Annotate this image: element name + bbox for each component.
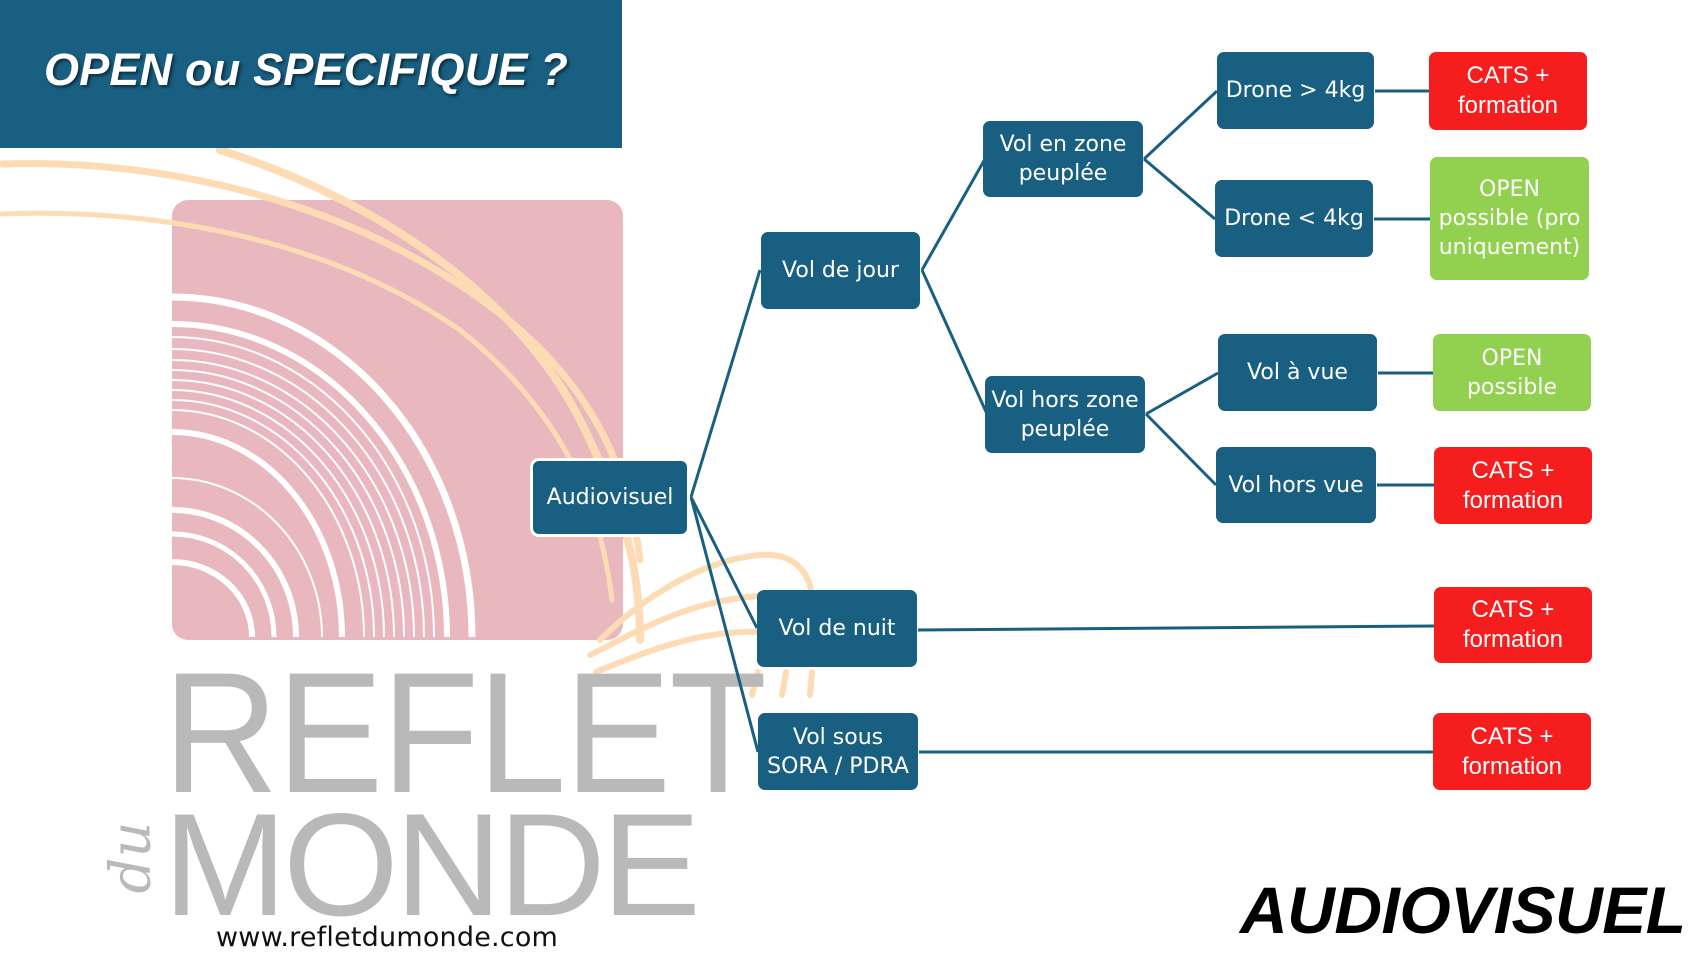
node-label: Vol de nuit bbox=[778, 616, 896, 641]
page-title: OPEN ou SPECIFIQUE ? bbox=[44, 44, 569, 95]
node-label: Audiovisuel bbox=[546, 485, 674, 510]
outcome-label: CATS + formation bbox=[1462, 596, 1564, 653]
node-vol-a-vue[interactable]: Vol à vue bbox=[1218, 334, 1377, 411]
connector-jour-horszone bbox=[920, 269, 989, 415]
outcome-label: CATS + formation bbox=[1461, 722, 1563, 780]
outcome-open-possible-pro[interactable]: OPEN possible (pro uniquement) bbox=[1430, 157, 1589, 280]
node-root[interactable]: Audiovisuel bbox=[530, 458, 690, 537]
outcome-cats-formation[interactable]: CATS + formation bbox=[1433, 713, 1591, 790]
node-label: Vol hors vue bbox=[1228, 472, 1364, 498]
outcome-label: OPEN possible (pro uniquement) bbox=[1438, 177, 1581, 260]
outcome-label: CATS + formation bbox=[1462, 456, 1564, 514]
outcome-cats-formation[interactable]: CATS + formation bbox=[1434, 447, 1592, 524]
connector-horszone-horsvue bbox=[1144, 412, 1218, 487]
website-url[interactable]: www.refletdumonde.com bbox=[216, 922, 559, 953]
node-label: Vol sous SORA / PDRA bbox=[767, 724, 909, 779]
outcome-open-possible[interactable]: OPEN possible bbox=[1433, 334, 1591, 411]
title-banner: OPEN ou SPECIFIQUE ? bbox=[0, 0, 622, 148]
outcome-label: OPEN possible bbox=[1466, 345, 1558, 400]
node-label: Drone > 4kg bbox=[1225, 78, 1366, 103]
node-label: Vol à vue bbox=[1247, 360, 1348, 385]
connector-nuit-outcome bbox=[917, 624, 1435, 632]
category-label: AUDIOVISUEL bbox=[1240, 873, 1686, 947]
node-vol-en-zone-peuplee[interactable]: Vol en zone peuplée bbox=[983, 121, 1143, 197]
node-vol-hors-zone-peuplee[interactable]: Vol hors zone peuplée bbox=[985, 376, 1145, 453]
node-label: Drone < 4kg bbox=[1224, 206, 1364, 231]
node-vol-de-nuit[interactable]: Vol de nuit bbox=[757, 590, 917, 667]
connector-zone-moins4 bbox=[1143, 157, 1216, 221]
node-drone-moins-4kg[interactable]: Drone < 4kg bbox=[1215, 180, 1373, 257]
connector-root-sora bbox=[689, 496, 760, 753]
node-label: Vol hors zone peuplée bbox=[991, 387, 1139, 442]
logo-pink-square bbox=[172, 200, 623, 640]
node-vol-de-jour[interactable]: Vol de jour bbox=[761, 232, 920, 309]
connector-horszone-avue bbox=[1145, 371, 1219, 416]
node-label: Vol de jour bbox=[782, 258, 899, 283]
connector-zone-plus4 bbox=[1142, 89, 1219, 161]
outcome-label: CATS + formation bbox=[1457, 62, 1559, 119]
outcome-cats-formation[interactable]: CATS + formation bbox=[1434, 587, 1592, 663]
node-vol-sous-sora-pdra[interactable]: Vol sous SORA / PDRA bbox=[758, 713, 918, 790]
logo-wordmark-reflet: REFLET bbox=[163, 637, 767, 829]
connector-root-nuit bbox=[689, 496, 759, 629]
node-label: Vol en zone peuplée bbox=[999, 132, 1127, 186]
node-vol-hors-vue[interactable]: Vol hors vue bbox=[1216, 447, 1376, 523]
logo-wordmark-monde: MONDE bbox=[163, 783, 701, 946]
connector-root-jour bbox=[689, 269, 762, 498]
connector-jour-zone bbox=[920, 158, 987, 271]
outcome-cats-formation[interactable]: CATS + formation bbox=[1429, 52, 1587, 130]
node-drone-plus-4kg[interactable]: Drone > 4kg bbox=[1217, 52, 1374, 129]
